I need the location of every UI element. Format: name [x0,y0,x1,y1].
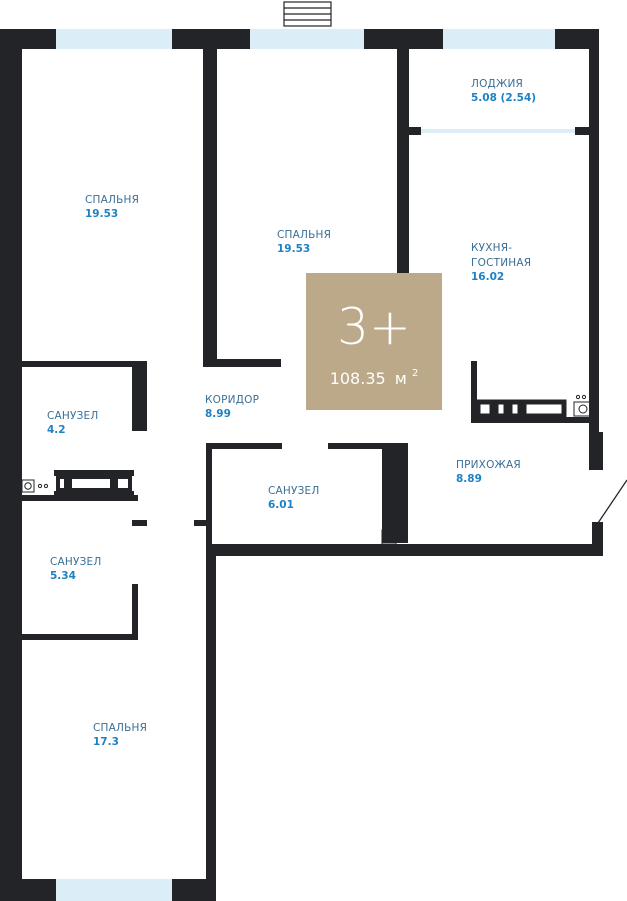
room-name: САНУЗЕЛ [268,485,319,497]
windows-layer [56,29,555,901]
bath-cabinet-1 [56,475,68,492]
wall-segment-8 [206,545,216,901]
wall-segment-22 [22,634,138,640]
wall-segment-13 [203,49,217,361]
room-area: 8.99 [205,408,231,420]
room-name: КОРИДОР [205,394,259,406]
room-label-loggia: ЛОДЖИЯ 5.08 (2.54) [471,78,536,104]
wall-segment-20 [132,520,147,526]
wall-segment-32 [54,491,134,497]
wall-segment-10 [589,432,603,470]
room-label-bedroom-1: СПАЛЬНЯ 19.53 [85,194,139,220]
wall-segment-26 [206,443,212,548]
room-label-kitchen-living: КУХНЯ- ГОСТИНАЯ 16.02 [471,242,531,283]
badge-unit: м [395,369,407,388]
kitchen-cabinet-3 [507,399,523,419]
room-label-hallway: ПРИХОЖАЯ 8.89 [456,459,521,485]
kitchen-cabinet-2 [493,399,509,419]
room-name: СПАЛЬНЯ [277,229,331,241]
window-pane-4 [56,879,172,901]
wall-segment-23 [22,495,138,501]
room-label-bathroom-2: САНУЗЕЛ 6.01 [268,485,319,511]
wall-segment-3 [364,29,443,49]
wall-segment-21 [132,584,138,640]
room-area: 4.2 [47,424,66,436]
wall-segment-9 [589,29,599,439]
room-name: ЛОДЖИЯ [471,78,523,90]
wall-segment-2 [172,29,250,49]
wall-segment-30 [471,417,589,423]
apartment-badge: 3+ 108.35 м 2 [306,273,442,410]
wall-segment-17 [203,359,281,367]
wall-segment-12 [206,544,603,556]
room-labels: СПАЛЬНЯ 19.53 СПАЛЬНЯ 19.53 ЛОДЖИЯ 5.08 … [47,78,536,748]
room-name-line-2: ГОСТИНАЯ [471,257,531,269]
room-name: САНУЗЕЛ [47,410,98,422]
room-area: 17.3 [93,736,119,748]
room-name: САНУЗЕЛ [50,556,101,568]
washbasin-icon [21,479,49,493]
badge-background [306,273,442,410]
wall-segment-31 [54,470,134,476]
wall-segment-15 [409,127,421,135]
window-pane-1 [56,29,172,49]
room-area: 19.53 [85,208,118,220]
wall-segment-29 [471,361,477,421]
window-pane-3 [443,29,555,49]
kitchen-cabinet-4 [521,399,567,419]
badge-area: 108.35 [330,369,386,388]
room-area: 8.89 [456,473,482,485]
bath-cabinet-2 [68,475,114,492]
wall-segment-5 [0,29,22,901]
badge-type: 3+ [337,298,411,356]
room-label-bathroom-1: САНУЗЕЛ 4.2 [47,410,98,436]
wall-segment-4 [555,29,599,49]
wall-segment-19 [132,361,147,431]
bath2-cabinet-1 [386,450,404,468]
wall-segment-6 [0,879,56,901]
room-name: ПРИХОЖАЯ [456,459,521,471]
badge-area-line: 108.35 м 2 [330,368,419,388]
room-name: СПАЛЬНЯ [85,194,139,206]
room-area: 6.01 [268,499,294,511]
room-name: КУХНЯ- [471,242,512,254]
room-area: 5.08 (2.54) [471,92,536,104]
balcony-ladder-icon [283,1,332,27]
badge-unit-power: 2 [412,368,418,379]
room-label-bathroom-3: САНУЗЕЛ 5.34 [50,556,101,582]
wall-segment-18 [22,361,147,367]
room-area: 16.02 [471,271,504,283]
wall-segment-16 [575,127,589,135]
entrance-door-icon [597,479,627,524]
wall-segment-24 [194,520,207,526]
room-area: 19.53 [277,243,310,255]
room-label-bedroom-3: СПАЛЬНЯ 17.3 [93,722,147,748]
walls-layer [0,29,603,901]
bath-cabinet-3 [114,475,132,492]
fixtures-layer [56,399,567,514]
wall-segment-14 [397,49,409,273]
room-area: 5.34 [50,570,76,582]
wall-segment-25 [206,443,282,449]
kitchen-cabinet-1 [475,399,495,419]
wall-segment-28 [382,443,408,543]
wall-segment-7 [172,879,216,901]
wall-segment-27 [328,443,408,449]
window-pane-2 [250,29,364,49]
room-name: СПАЛЬНЯ [93,722,147,734]
room-label-bedroom-2: СПАЛЬНЯ 19.53 [277,229,331,255]
wall-segment-11 [592,522,603,556]
room-label-corridor: КОРИДОР 8.99 [205,394,259,420]
washbasin-icon-2 [381,521,397,545]
sink-icon [573,394,593,417]
bath2-cabinet-2 [386,468,404,514]
